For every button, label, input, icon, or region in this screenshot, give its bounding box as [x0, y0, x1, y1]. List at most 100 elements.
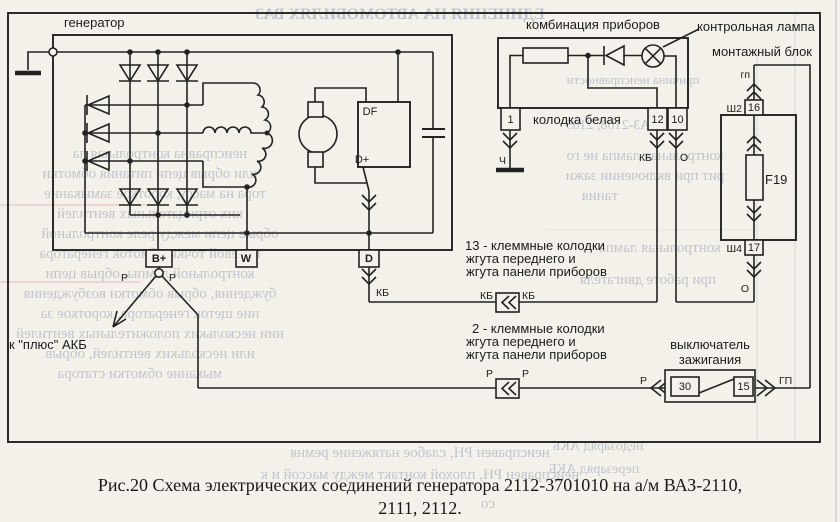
switch-lever [698, 378, 735, 394]
chevron-right-icon [756, 379, 777, 397]
ghost-text: мыкание обмотки статора [57, 366, 222, 382]
ghost-text: ВАЗ-2108, 2109 [566, 118, 659, 133]
block-sh2-label: Ш2 [727, 103, 743, 115]
cluster-pin-12-label: 12 [651, 114, 663, 126]
ghost-text: ние щеток генератора, короткое за [40, 306, 259, 322]
ghost-text: тания [582, 188, 618, 204]
rectifier-diodes [85, 64, 199, 207]
ignition-switch: 30 15 [664, 369, 756, 403]
arrow-down-icon [502, 132, 518, 150]
block-output-wire: О [676, 255, 762, 303]
ghost-text: неисправен РН, плохой контакт между масс… [260, 467, 579, 483]
note-2: 2 - клеммные колодки жгута переднего и ж… [466, 321, 607, 362]
chevron-left-icon [500, 295, 517, 310]
regulator-dplus-label: D+ [355, 154, 369, 166]
arrow-up-icon [746, 82, 762, 100]
wire-ch-label: Ч [499, 155, 506, 167]
generator-wires [57, 51, 433, 250]
capacitor-symbol [422, 52, 445, 233]
white-connector-label: колодка белая [533, 112, 621, 127]
note-2-line3: жгута панели приборов [466, 347, 607, 362]
block-pin-17-label: 17 [748, 242, 760, 254]
ghost-text: перезаряд АКБ [549, 462, 639, 477]
control-lamp-icon [641, 44, 665, 68]
instrument-cluster: комбинация приборов контрольная лампа 1 … [496, 17, 816, 302]
arrow-up-icon [746, 134, 762, 152]
block-pin-16 [744, 99, 764, 116]
note-13-line1: 13 - клеммные колодки [465, 238, 605, 253]
note-2-line2: жгута переднего и [466, 334, 576, 349]
wire-p-label: Р [640, 375, 647, 387]
terminal-w-label: W [241, 253, 252, 265]
junction-dots [82, 49, 401, 236]
fuse-f19-symbol [745, 154, 764, 201]
ignition-pin-15 [733, 376, 754, 397]
bplus-branch: к "плюс" АКБ Р Р [9, 267, 199, 388]
wire-gp-label: ГП [779, 375, 792, 387]
arrow-down-icon [649, 132, 684, 150]
ignition-switch-label2: зажигания [679, 352, 741, 367]
voltage-regulator: DF D+ [355, 101, 411, 168]
block-pin-16-label: 16 [748, 102, 760, 114]
wire-p-label: Р [169, 272, 176, 284]
cluster-label: комбинация приборов [526, 17, 660, 32]
arrow-down-icon [746, 205, 762, 223]
wire-kb-label: КБ [376, 287, 389, 299]
ignition-pin-30 [670, 376, 700, 397]
wire-o-label: О [741, 283, 749, 295]
diode-symbol [603, 44, 625, 67]
caption-line1: Рис.20 Схема электрических соединений ге… [98, 475, 742, 495]
figure-caption: Рис.20 Схема электрических соединений ге… [98, 475, 742, 518]
ghost-text: причина неисправности [567, 72, 700, 87]
wire-o-label: О [680, 152, 688, 164]
figure-frame [7, 12, 821, 443]
ignition-pin-30-label: 30 [679, 381, 691, 393]
cluster-pin-1-label: 1 [507, 114, 513, 126]
generator-label: генератор [64, 15, 125, 30]
ghost-text: рит при включении зажи [566, 168, 725, 184]
ignition-switch-label1: выключатель [670, 337, 750, 352]
resistor-symbol [522, 47, 569, 64]
mounting-block: монтажный блок гп 16 Ш2 F19 17 Ш4 О [676, 44, 812, 303]
wire-gp-label: гп [740, 69, 750, 81]
mounting-block-label: монтажный блок [712, 44, 812, 59]
pin1-ground: Ч [496, 130, 524, 173]
ghost-text: контрольной лампы, обрыв цепи [46, 266, 255, 282]
arrow-to-battery-icon [112, 310, 127, 328]
ignition-line: Р Р выключатель зажигания Р 30 15 ГП [198, 64, 811, 403]
terminal-w [235, 249, 258, 268]
cluster-internal-wires [509, 52, 677, 108]
stator-windings [202, 82, 274, 189]
pin12-pin10-wires: КБ О [639, 130, 688, 302]
cluster-pin-10-label: 10 [671, 114, 683, 126]
wire-kb-label: КБ [639, 152, 652, 164]
note-13: 13 - клеммные колодки жгута переднего и … [465, 238, 607, 279]
wire-kb-label: КБ [522, 290, 535, 302]
wire-p-label: Р [486, 368, 493, 380]
ghost-text: неисправен РН, слабое натяжение ремня [290, 445, 550, 461]
caption-line2: 2111, 2112. [378, 498, 462, 518]
arrow-down-icon [361, 194, 377, 212]
wire-kb-label: КБ [480, 290, 493, 302]
note-13-line3: жгута панели приборов [466, 264, 607, 279]
kb-wire-run: КБ КБ КБ [361, 267, 657, 313]
control-lamp-callout-line [662, 28, 700, 48]
note-13-line2: жгута переднего и [466, 251, 576, 266]
cluster-pin-10 [667, 107, 688, 131]
control-lamp-label: контрольная лампа [697, 19, 816, 34]
ghost-text: буждения, обрыв обмотки возбуждения [24, 286, 277, 302]
chevron-left-icon [500, 381, 517, 396]
block-sh4-label: Ш4 [727, 243, 743, 255]
ghost-text: ЕДИНЕНИЯ НА АВТОМОБИЛЯХ ВАЗ [255, 6, 545, 23]
ghost-text: нии нескольких положительных вентилей [16, 326, 284, 342]
ghost-text: или нескольких вентилей, обрыв [45, 346, 254, 362]
wire-p-label: Р [522, 368, 529, 380]
fuse-f19-label: F19 [765, 172, 787, 187]
arrow-down-icon [361, 268, 377, 286]
ghost-text: со [481, 496, 495, 512]
ghost-text: контрольная лампа [599, 240, 721, 256]
to-battery-label: к "плюс" АКБ [9, 337, 87, 352]
ghost-text: неисправна контрольная ла [72, 146, 247, 162]
